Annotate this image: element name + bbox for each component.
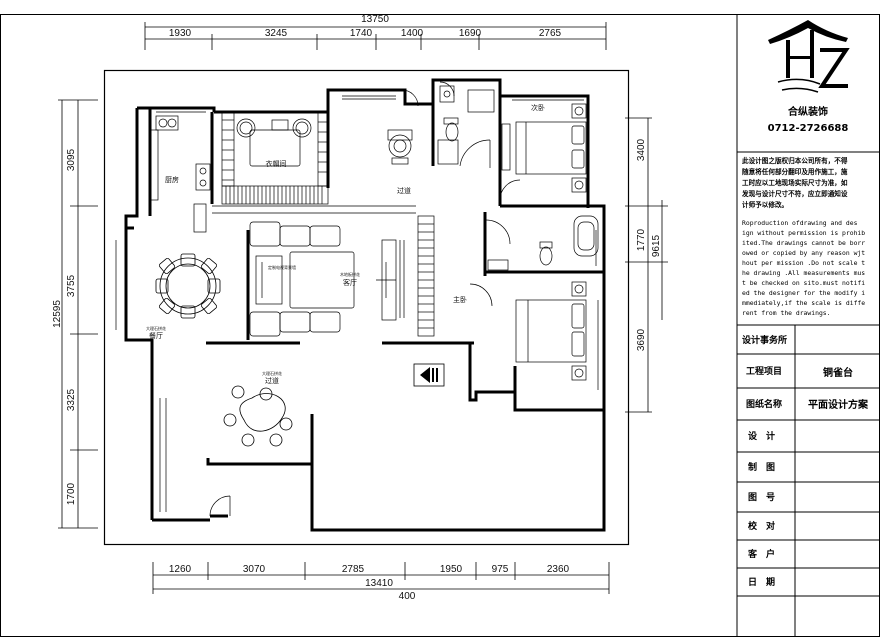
bathroom-fixtures xyxy=(437,85,495,168)
row-label-drawing-number: 图 号 xyxy=(748,492,775,503)
row-label-proofread: 校 对 xyxy=(748,520,775,532)
top-dim-6: 2765 xyxy=(539,28,562,39)
row-label-design-firm: 设计事务所 xyxy=(742,334,787,346)
left-dimension-chain xyxy=(58,99,98,529)
room-label-dining-room: 餐厅 xyxy=(149,331,163,340)
notice-en-line-3: ited.The drawings cannot be borr xyxy=(742,239,865,247)
notice-cn-line-2: 随意将任何部分翻印及用作施工，施 xyxy=(742,167,848,176)
right-dim-1: 3400 xyxy=(636,138,647,161)
dining-furniture xyxy=(155,253,221,319)
living-floor-note: 木地板拼花 xyxy=(340,271,360,277)
dining-floor-note: 大理石拼花 xyxy=(146,325,166,331)
notice-cn-line-1: 此设计图之版权归本公司所有，不得 xyxy=(742,156,848,165)
right-total-dimension: 9615 xyxy=(651,234,662,257)
notice-cn-line-4: 发现与设计尺寸不符，应立即通知设 xyxy=(741,189,848,198)
bottom-dim-6: 2360 xyxy=(547,564,570,575)
left-total-dimension: 12595 xyxy=(52,300,63,328)
right-dimension-chain xyxy=(625,117,668,413)
wardrobe-hatching xyxy=(221,111,329,205)
row-label-drafting: 制 图 xyxy=(748,461,775,473)
title-block xyxy=(736,14,880,636)
bottom-total-dimension: 13410 xyxy=(365,578,393,589)
left-dim-4: 1700 xyxy=(66,482,77,505)
room-label-living-room: 客厅 xyxy=(343,278,357,287)
notice-en-line-9: mmediately,if the scale is diffe xyxy=(742,299,865,307)
notice-en-line-10: rent from the drawings. xyxy=(742,309,831,317)
row-label-client: 客 户 xyxy=(747,548,775,560)
notice-en-line-6: he drawing .All measurements mus xyxy=(742,269,865,277)
row-value-project: 铜雀台 xyxy=(823,366,853,379)
row-label-drawing-name: 图纸名称 xyxy=(746,398,782,410)
notice-en-line-1: Roproduction ofdrawing and des xyxy=(742,219,858,227)
bottom-extra-dimension: 400 xyxy=(399,591,416,602)
top-dimension-chain xyxy=(144,22,607,50)
bottom-dim-1: 1260 xyxy=(169,564,192,575)
notice-cn-line-5: 计师予以修改。 xyxy=(742,200,788,209)
cloakroom-furniture xyxy=(236,118,312,167)
living-room-furniture xyxy=(249,221,397,337)
corridor-fixtures xyxy=(387,129,413,165)
right-dim-3: 3690 xyxy=(636,328,647,351)
entrance-arrow-icon xyxy=(413,363,445,387)
room-label-kitchen: 厨房 xyxy=(165,175,179,184)
room-label-corridor: 过道 xyxy=(397,186,411,195)
bottom-dim-2: 3070 xyxy=(243,564,266,575)
notice-en-line-2: ign without permission is prohib xyxy=(742,229,865,237)
window-lines xyxy=(115,95,599,512)
ensuite-fixtures xyxy=(485,215,599,271)
kitchen-fixtures xyxy=(149,115,211,233)
master-bedroom-furniture xyxy=(469,281,587,381)
top-dim-3: 1740 xyxy=(350,28,373,39)
company-logo xyxy=(768,20,850,93)
room-label-aisle: 过道 xyxy=(265,376,279,385)
right-dim-2: 1770 xyxy=(636,228,647,251)
row-label-design: 设 计 xyxy=(748,430,775,442)
top-dim-5: 1690 xyxy=(459,28,482,39)
bottom-dimension-chain xyxy=(152,562,610,594)
notice-cn-line-3: 工时应以工地现场实际尺寸为准，如 xyxy=(742,178,848,187)
row-label-date: 日 期 xyxy=(748,576,775,588)
top-dim-2: 3245 xyxy=(265,28,288,39)
company-name: 合纵装饰 xyxy=(787,105,828,118)
room-label-second-bedroom: 次卧 xyxy=(531,103,545,112)
left-dim-1: 3095 xyxy=(66,148,77,171)
notice-en-line-7: t be checked on sito.must notifi xyxy=(742,279,865,287)
row-value-drawing-name: 平面设计方案 xyxy=(808,398,869,411)
master-wardrobe xyxy=(399,215,435,337)
walls xyxy=(124,78,606,532)
top-dim-1: 1930 xyxy=(169,28,192,39)
bottom-dim-3: 2785 xyxy=(342,564,365,575)
left-dim-2: 3755 xyxy=(66,274,77,297)
room-label-cloakroom: 衣帽间 xyxy=(266,159,287,168)
aisle-furniture xyxy=(223,385,293,447)
company-phone: 0712-2726688 xyxy=(768,123,849,134)
top-total-dimension: 13750 xyxy=(361,14,389,25)
bottom-dim-5: 975 xyxy=(492,564,509,575)
notice-en-line-5: hout per mission .Do not scale t xyxy=(742,259,865,267)
notice-en-line-4: owed or copied by any reason wjt xyxy=(742,249,865,257)
top-dim-4: 1400 xyxy=(401,28,424,39)
aisle-floor-note: 大理石拼花 xyxy=(262,370,282,376)
bottom-dim-4: 1950 xyxy=(440,564,463,575)
second-bedroom-furniture xyxy=(499,103,587,201)
notice-en-line-8: ed the designer for the modify i xyxy=(742,289,865,297)
door-swings xyxy=(209,81,455,517)
left-dim-3: 3325 xyxy=(66,388,77,411)
row-label-project: 工程项目 xyxy=(746,365,782,377)
room-label-master-bedroom: 主卧 xyxy=(453,295,467,304)
tv-wall-note: 定制电视背景墙 xyxy=(268,264,296,270)
plan-outer-frame xyxy=(103,69,630,546)
